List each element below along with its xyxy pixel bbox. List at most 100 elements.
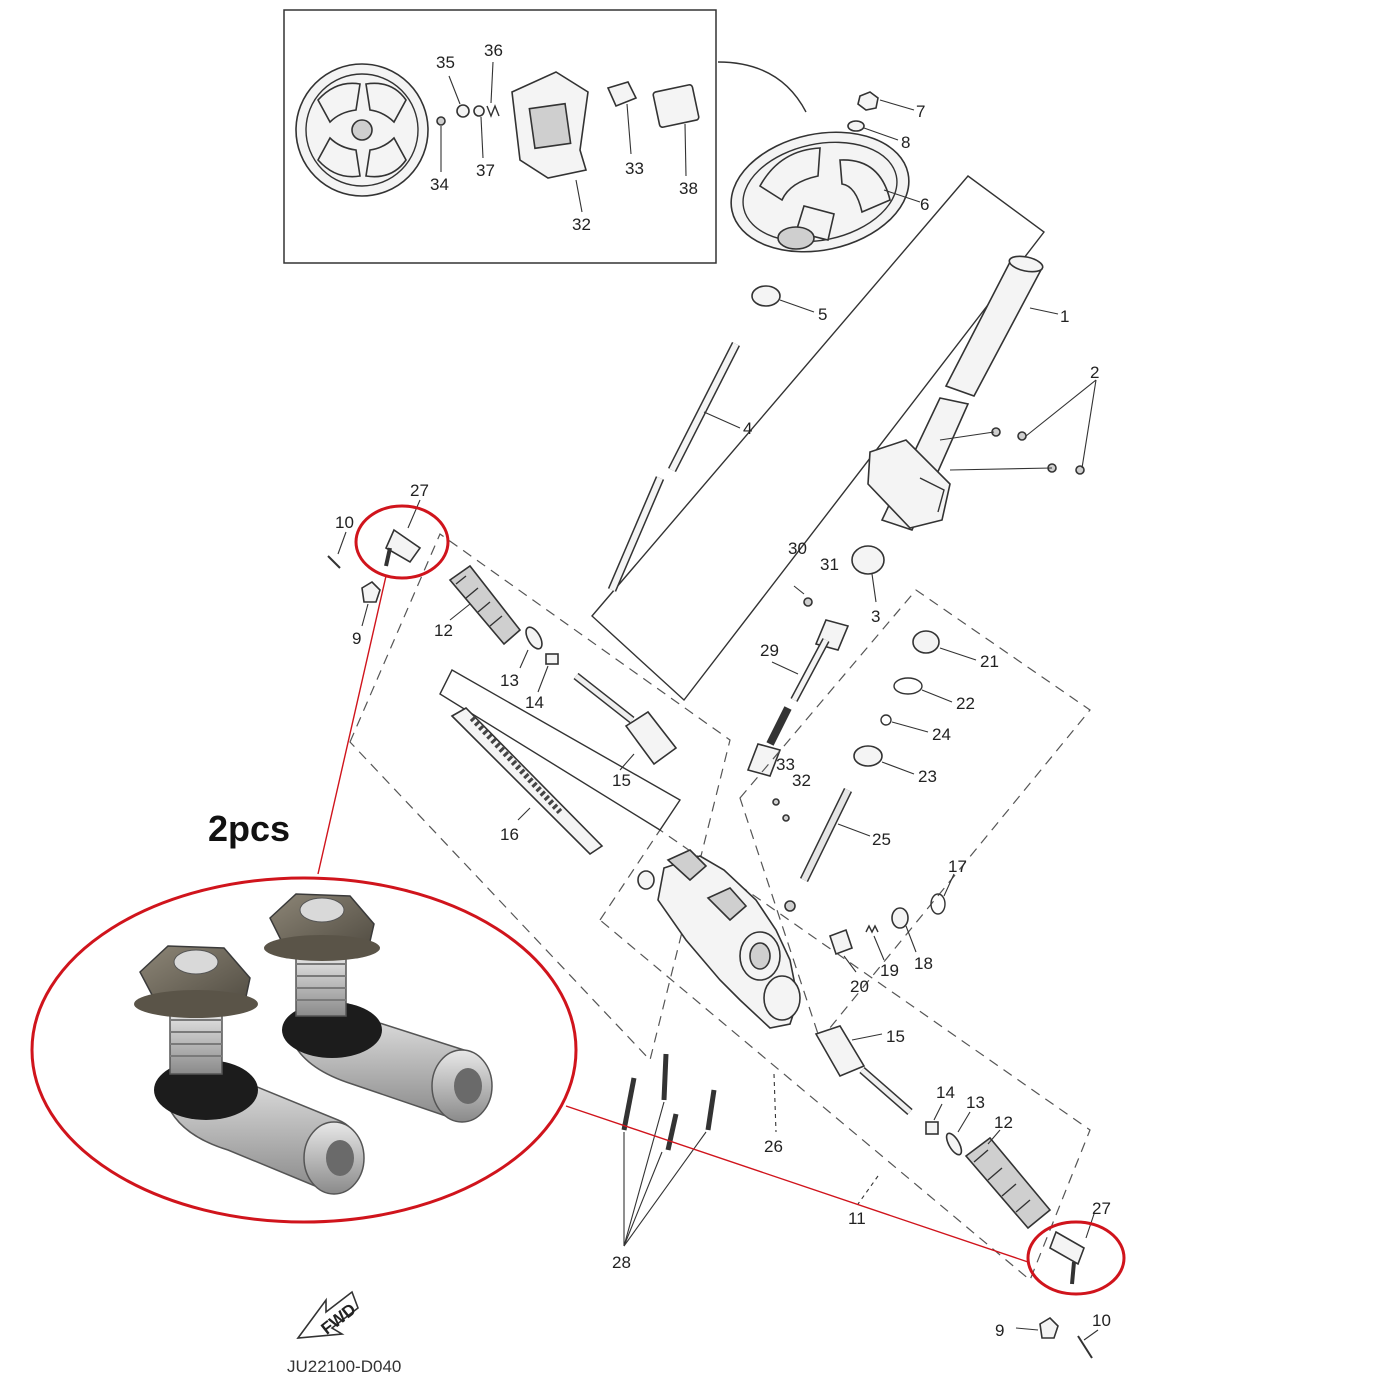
part-23-bearing (853, 745, 883, 767)
callout-10-upper: 10 (335, 513, 354, 532)
callout-23: 23 (918, 767, 937, 786)
callout-38: 38 (679, 179, 698, 198)
callout-10-lower: 10 (1092, 1311, 1111, 1330)
highlight-overlay (30, 504, 1126, 1296)
callout-labels: 1 2 3 4 5 6 7 8 9 9 10 10 11 12 12 13 13… (335, 41, 1111, 1340)
callout-30: 30 (788, 539, 807, 558)
part-16-rack (439, 669, 681, 856)
part-14-nut-lower (925, 1121, 939, 1135)
part-35-washer (456, 104, 470, 118)
part-14-nut-upper (545, 653, 559, 665)
callout-29: 29 (760, 641, 779, 660)
callout-28: 28 (612, 1253, 631, 1272)
callout-24: 24 (932, 725, 951, 744)
rack-upper-boundary (349, 533, 731, 1062)
part-4-steering-shaft (607, 341, 741, 592)
part-5-bushing (751, 285, 781, 307)
part-8-washer (847, 120, 865, 132)
callout-11: 11 (848, 1209, 866, 1228)
callout-18: 18 (914, 954, 933, 973)
callout-22: 22 (956, 694, 975, 713)
part-3-bushing (851, 545, 885, 575)
callout-9-upper: 9 (352, 629, 361, 648)
fwd-arrow-icon: FWD (296, 1290, 360, 1339)
callout-17: 17 (948, 857, 967, 876)
diagram-code: JU22100-D040 (287, 1357, 402, 1376)
part-27-tie-rod-end-lower (1049, 1230, 1085, 1285)
callout-21: 21 (980, 652, 999, 671)
highlight-circle-upper (354, 504, 450, 580)
part-10-cotter-pin-lower (1077, 1335, 1093, 1359)
part-36-spring (486, 104, 500, 118)
callout-14-upper: 14 (525, 693, 544, 712)
callout-13-lower: 13 (966, 1093, 985, 1112)
part-27-tie-rod-end-upper (384, 528, 422, 567)
callout-35: 35 (436, 53, 455, 72)
part-33-button (606, 81, 638, 108)
callout-25: 25 (872, 830, 891, 849)
part-20-yoke (828, 928, 854, 956)
callout-37: 37 (476, 161, 495, 180)
tie-rod-end-right (264, 893, 493, 1123)
part-18-plug (891, 907, 909, 929)
callout-16: 16 (500, 825, 519, 844)
callout-34: 34 (430, 175, 449, 194)
pinion-boundary (739, 589, 1091, 1042)
quantity-label: 2pcs (208, 808, 291, 849)
callout-8: 8 (901, 133, 910, 152)
part-37-nut (473, 105, 485, 117)
callout-2: 2 (1090, 363, 1099, 382)
callout-33-lower: 33 (776, 755, 795, 774)
part-2-bracket (867, 427, 1085, 529)
part-38-emblem (652, 83, 700, 129)
part-10-cotter-pin-upper (327, 555, 341, 569)
part-9-nut-lower (1039, 1316, 1059, 1339)
rack-lower-boundary (599, 829, 1091, 1281)
callout-4: 4 (743, 419, 752, 438)
connector-line-lower (565, 1105, 1029, 1263)
part-31-washer (803, 597, 813, 607)
callout-32-inset: 32 (572, 215, 591, 234)
part-29-intermediate-shaft (746, 619, 850, 777)
product-photo (134, 893, 493, 1195)
tie-rod-end-left (134, 945, 365, 1195)
part-13-clamp-upper (525, 626, 543, 650)
callout-32-lower: 32 (792, 771, 811, 790)
part-34-screw (436, 116, 446, 126)
callout-15-upper: 15 (612, 771, 631, 790)
product-photo-circle (30, 876, 578, 1224)
callout-26: 26 (764, 1137, 783, 1156)
callout-19: 19 (880, 961, 899, 980)
inset-box (283, 9, 717, 264)
callout-31: 31 (820, 555, 839, 574)
part-15-inner-tie-rod-lower (814, 1025, 913, 1116)
part-12-boot-lower (964, 1136, 1052, 1230)
highlight-circle-lower (1026, 1220, 1126, 1296)
part-24-ring (880, 714, 892, 726)
part-17-snap-ring (930, 893, 946, 915)
callout-33-inset: 33 (625, 159, 644, 178)
callout-15-lower: 15 (886, 1027, 905, 1046)
callout-27-upper: 27 (410, 481, 429, 500)
part-7-nut (857, 91, 879, 111)
part-19-spring (865, 924, 879, 934)
part-6-steering-wheel (730, 131, 910, 253)
callout-1: 1 (1060, 307, 1069, 326)
callout-6: 6 (920, 195, 929, 214)
callout-27-lower: 27 (1092, 1199, 1111, 1218)
part-26-gear-housing (657, 849, 801, 1029)
callout-36: 36 (484, 41, 503, 60)
part-9-nut-upper (361, 580, 381, 603)
callout-5: 5 (818, 305, 827, 324)
callout-12-lower: 12 (994, 1113, 1013, 1132)
callout-7: 7 (916, 102, 925, 121)
callout-14-lower: 14 (936, 1083, 955, 1102)
part-28-bolts (621, 1053, 717, 1151)
part-15-inner-tie-rod-upper (573, 672, 678, 766)
callout-12-upper: 12 (434, 621, 453, 640)
callout-9-lower: 9 (995, 1321, 1004, 1340)
part-25-pinion (799, 788, 853, 882)
callout-13-upper: 13 (500, 671, 519, 690)
callout-3: 3 (871, 607, 880, 626)
